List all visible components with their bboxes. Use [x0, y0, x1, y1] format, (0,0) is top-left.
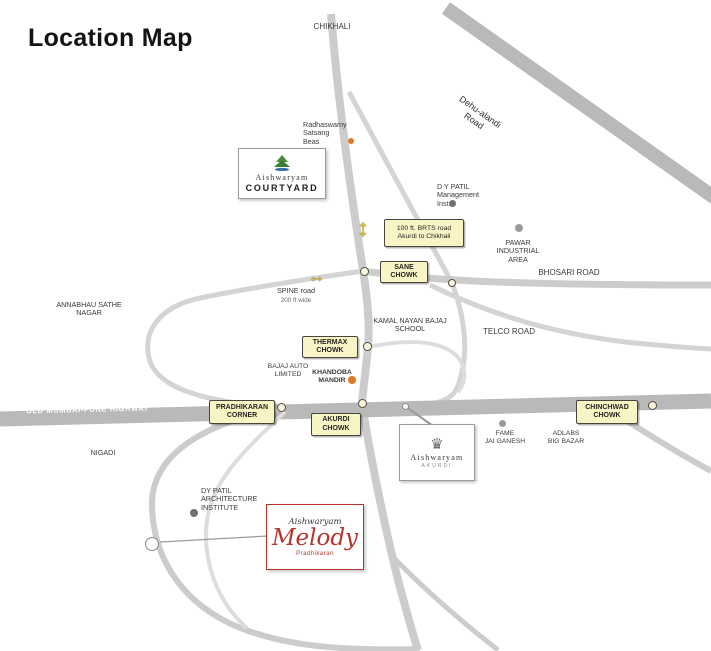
label-radhaswamy: Radhaswamy Satsang Beas — [303, 120, 347, 146]
akurdi-sub-label: AKURDI — [421, 462, 453, 469]
chowk-pradhikaran: PRADHIKARAN CORNER — [209, 400, 275, 424]
melody-name-label: Melody — [271, 525, 359, 552]
brts-arrow-icon: ↕ — [357, 215, 369, 242]
label-dy-patil-mgmt: D Y PATIL Management Inst. — [437, 182, 479, 208]
pradhikaran-inner-road — [204, 410, 287, 630]
label-bhosari-road: BHOSARI ROAD — [538, 268, 600, 277]
pradhikaran-marker — [276, 402, 286, 412]
thermax-marker — [362, 341, 372, 351]
aishwaryam-courtyard-logo: Aishwaryam COURTYARD — [238, 148, 326, 199]
chinchwad-marker — [647, 400, 657, 410]
chowk-sane: SANE CHOWK — [380, 261, 428, 283]
bhosari-junction-marker — [448, 279, 456, 287]
label-bajaj-auto: BAJAJ AUTO LIMITED — [267, 363, 309, 379]
chikhali-road-lower — [358, 403, 422, 651]
chowk-akurdi: AKURDI CHOWK — [311, 413, 361, 436]
label-spine-width: 200 ft wide — [280, 297, 312, 304]
label-pawar-industrial: PAWAR INDUSTRIAL AREA — [496, 238, 540, 264]
melody-sub-label: Pradhikaran — [296, 550, 334, 557]
bottom-fork-road — [390, 554, 500, 651]
label-annabhau: ANNABHAU SATHE NAGAR — [56, 300, 122, 318]
pawar-dot — [515, 224, 523, 232]
courtyard-name-label: COURTYARD — [245, 182, 319, 193]
label-fame: FAME JAI GANESH — [484, 430, 526, 446]
spine-arrow-icon: ↔ — [308, 267, 325, 286]
label-kamal-nayan: KAMAL NAYAN BAJAJ SCHOOL — [373, 316, 447, 334]
chowk-thermax: THERMAX CHOWK — [302, 336, 358, 358]
label-chikhali: CHIKHALI — [313, 22, 351, 31]
dy-patil-mgmt-dot — [448, 199, 456, 207]
khandoba-dot — [348, 376, 356, 384]
chowk-brts: 100 ft. BRTS road Akurdi to Chikhali — [384, 219, 464, 247]
aishwaryam-pointer-marker — [401, 402, 409, 410]
label-khandoba: KHANDOBA MANDIR — [312, 369, 352, 385]
school-loop-west — [367, 340, 467, 394]
chowk-chinchwad: CHINCHWAD CHOWK — [576, 400, 638, 424]
page-title: Location Map — [28, 24, 193, 52]
label-nigadi: NIGADI — [90, 448, 116, 457]
fame-dot — [498, 419, 506, 427]
akurdi-marker — [357, 398, 367, 408]
aishwaryam-akurdi-logo: ♛ Aishwaryam AKURDI — [399, 424, 475, 481]
label-spine-road: SPINE road — [277, 286, 315, 295]
courtyard-brand-label: Aishwaryam — [255, 172, 309, 182]
label-telco-road: TELCO ROAD — [482, 327, 535, 336]
melody-roundabout — [145, 537, 159, 551]
aishwaryam-crest-icon: ♛ — [430, 435, 444, 453]
nigadi-loop-road — [148, 405, 421, 651]
dy-patil-branch-road — [346, 90, 455, 285]
akurdi-brand-label: Aishwaryam — [410, 452, 464, 462]
spine-road — [145, 268, 364, 410]
aishwaryam-melody-logo: Aishwaryam Melody Pradhikaran — [266, 504, 364, 570]
aishwaryam-leader-line — [404, 405, 434, 427]
tree-icon — [272, 154, 292, 172]
label-adlabs: ADLABS BIG BAZAR — [547, 430, 585, 446]
telco-road — [428, 282, 711, 352]
melody-leader-line — [159, 535, 269, 543]
dy-patil-arch-dot — [190, 509, 198, 517]
melody-brand-label: Aishwaryam — [288, 517, 342, 528]
label-dy-patil-arch: DY PATIL ARCHITECTURE INSTITUTE — [201, 486, 258, 512]
dehu-alandi-road — [441, 2, 711, 204]
sane-marker — [359, 266, 369, 276]
radhaswamy-dot — [348, 138, 354, 144]
